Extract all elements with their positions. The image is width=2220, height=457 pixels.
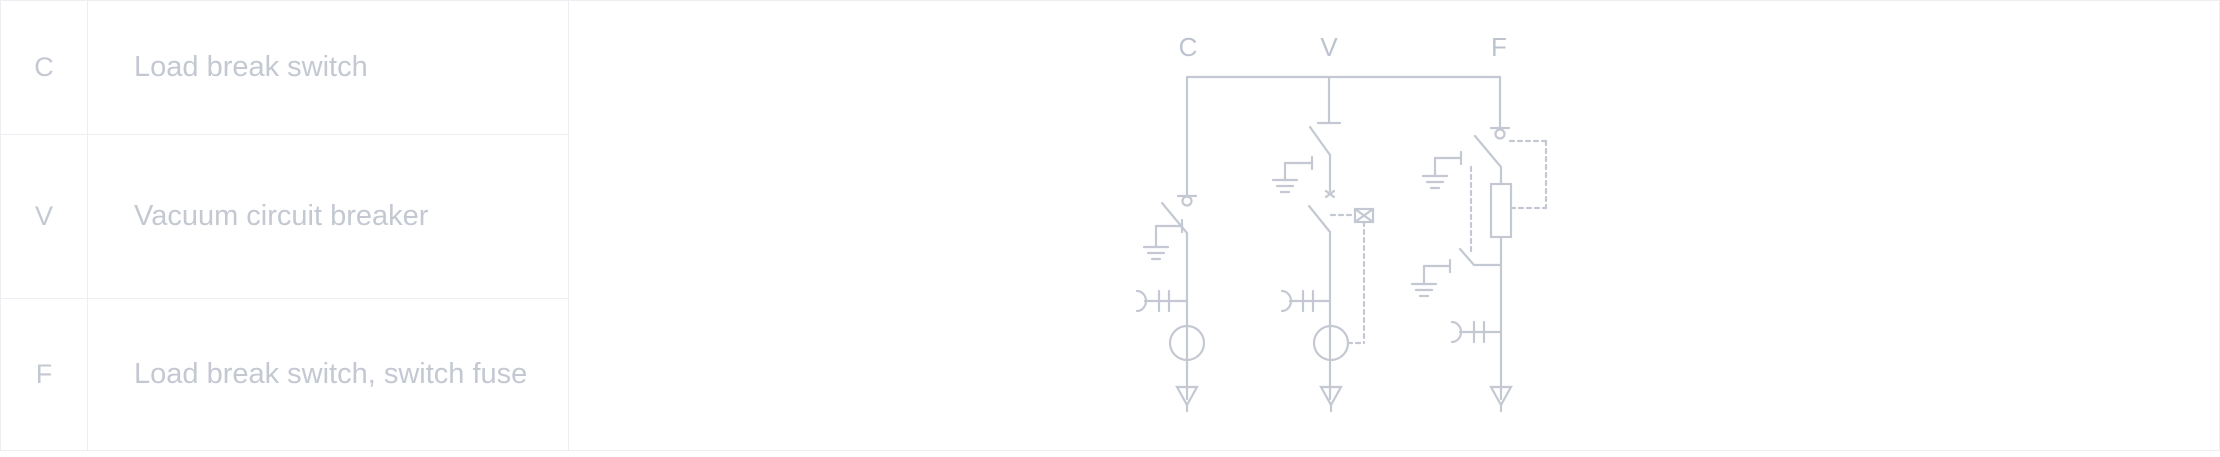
cable-end-icon [1489,385,1513,413]
earthing-switch-icon [1271,155,1314,194]
legend-table: C Load break switch V Vacuum circuit bre… [0,0,569,451]
feeder-c [1135,75,1206,413]
load-break-switch-blade [1160,201,1189,235]
disconnector-blade [1308,125,1332,157]
legend-description: Load break switch, switch fuse [134,358,528,390]
feeder-f [1410,75,1548,413]
feeder-v [1271,125,1375,413]
voltage-indicator-icon [1450,320,1503,344]
legend-code: C [1,1,88,134]
vacuum-breaker-blade [1307,204,1332,234]
fuse-icon [1489,182,1513,239]
feeder-label-c: C [1179,32,1198,62]
legend-description: Load break switch [134,51,368,83]
voltage-indicator-icon [1135,289,1189,313]
current-transformer-icon [1168,324,1206,362]
cable-end-icon [1319,385,1343,413]
legend-row-f: F Load break switch, switch fuse [1,299,568,450]
feeder-label-v: V [1320,32,1338,62]
earthing-switch-icon [1410,258,1452,298]
legend-code: F [1,299,88,450]
busbar [1186,75,1502,125]
single-line-diagram: C V F [1135,32,1548,413]
trip-coil-icon [1353,207,1375,224]
legend-description: Vacuum circuit breaker [134,200,429,232]
legend-row-v: V Vacuum circuit breaker [1,135,568,299]
earthing-switch-icon [1421,150,1463,190]
load-break-switch-blade [1473,134,1503,169]
voltage-indicator-icon [1280,289,1332,313]
earthing-switch-icon [1142,218,1184,261]
legend-row-c: C Load break switch [1,1,568,135]
cable-end-icon [1175,385,1199,413]
switchgear-diagram: C V F [569,0,2220,451]
legend-code: V [1,135,88,298]
current-transformer-icon [1312,324,1350,362]
feeder-label-f: F [1491,32,1507,62]
